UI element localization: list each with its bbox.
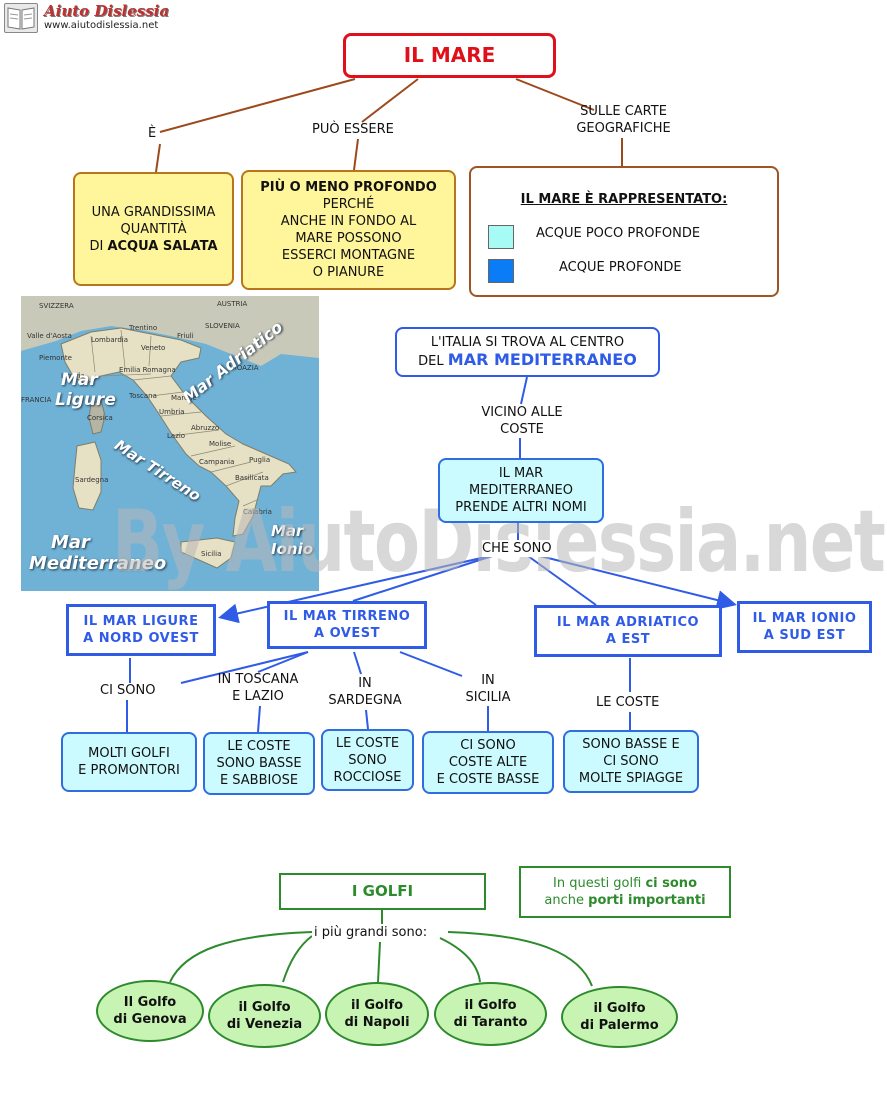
- link-label-sardegna: IN SARDEGNA: [328, 676, 402, 708]
- map-region: Marche: [171, 394, 197, 402]
- map-region: Corsica: [87, 414, 113, 422]
- map-label-mediterraneo: Mar Mediterraneo: [29, 532, 167, 574]
- gulf-genova: Il Golfo di Genova: [96, 980, 204, 1042]
- link-label-sicilia: IN SICILIA: [465, 673, 511, 705]
- italy-map: SVIZZERA AUSTRIA SLOVENIA CROAZIA FRANCI…: [21, 296, 319, 591]
- logo-icon: [4, 3, 38, 33]
- map-region: Abruzzo: [191, 424, 220, 432]
- box-coste-alte-basse: CI SONO COSTE ALTE E COSTE BASSE: [422, 731, 554, 794]
- legend-shallow: ACQUE POCO PROFONDE: [536, 226, 701, 241]
- box-altri-nomi: IL MAR MEDITERRANEO PRENDE ALTRI NOMI: [438, 458, 604, 523]
- box-profondo: PIÙ O MENO PROFONDO PERCHÉ ANCHE IN FOND…: [241, 170, 456, 290]
- map-region: Piemonte: [39, 354, 72, 362]
- link-label-ci-sono: CI SONO: [100, 683, 156, 698]
- map-country: SLOVENIA: [205, 322, 240, 330]
- map-region: Veneto: [141, 344, 166, 352]
- legend-title: IL MARE È RAPPRESENTATO:: [520, 192, 728, 207]
- map-country: AUSTRIA: [217, 300, 248, 308]
- box-acqua-salata: UNA GRANDISSIMA QUANTITÀ DI ACQUA SALATA: [73, 172, 234, 286]
- gulfs-title: I GOLFI: [279, 873, 486, 910]
- link-label-che-sono: CHE SONO: [482, 540, 552, 557]
- box-mar-adriatico: IL MAR ADRIATICO A EST: [534, 605, 722, 657]
- map-region: Puglia: [249, 456, 271, 464]
- main-title: IL MARE: [343, 33, 556, 78]
- box-mar-ligure: IL MAR LIGURE A NORD OVEST: [66, 604, 216, 656]
- legend-deep: ACQUE PROFONDE: [559, 260, 682, 275]
- map-label-ionio: Mar Ionio: [271, 522, 314, 558]
- map-region: Friuli: [177, 332, 194, 340]
- swatch-shallow: [488, 225, 514, 249]
- logo-title: Aiuto Dislessia: [44, 2, 170, 20]
- map-region: Calabria: [243, 508, 272, 516]
- map-country: SVIZZERA: [39, 302, 74, 310]
- map-region: Basilicata: [235, 474, 269, 482]
- link-label-toscana: IN TOSCANA E LAZIO: [217, 672, 299, 704]
- box-centro-mediterraneo: L'ITALIA SI TROVA AL CENTRO DEL MAR MEDI…: [395, 327, 660, 377]
- link-label-e: È: [148, 126, 157, 141]
- logo-url: www.aiutodislessia.net: [44, 20, 159, 31]
- map-region: Emilia Romagna: [119, 366, 176, 374]
- map-region: Lombardia: [91, 336, 129, 344]
- gulf-napoli: il Golfo di Napoli: [325, 982, 429, 1046]
- box-mar-tirreno: IL MAR TIRRENO A OVEST: [267, 601, 427, 649]
- legend-box: IL MARE È RAPPRESENTATO: ACQUE POCO PROF…: [469, 166, 779, 297]
- gulf-taranto: il Golfo di Taranto: [434, 982, 547, 1046]
- italy-map-drawing: [21, 296, 319, 591]
- map-region: Campania: [199, 458, 235, 466]
- box-coste-rocciose: LE COSTE SONO ROCCIOSE: [321, 729, 414, 791]
- box-spiagge: SONO BASSE E CI SONO MOLTE SPIAGGE: [563, 730, 699, 793]
- map-region: Sardegna: [75, 476, 109, 484]
- map-label-ligure: Mar Ligure: [55, 370, 116, 410]
- map-region: Sicilia: [201, 550, 222, 558]
- map-region: Umbria: [159, 408, 185, 416]
- map-region: Trentino: [129, 324, 158, 332]
- map-country: FRANCIA: [21, 396, 52, 404]
- link-label-vicino: VICINO ALLE COSTE: [481, 405, 563, 437]
- gulf-palermo: il Golfo di Palermo: [561, 986, 678, 1048]
- box-coste-sabbiose: LE COSTE SONO BASSE E SABBIOSE: [203, 732, 315, 795]
- link-label-piu-grandi: i più grandi sono:: [312, 924, 430, 941]
- gulf-venezia: il Golfo di Venezia: [208, 984, 321, 1048]
- map-region: Toscana: [129, 392, 157, 400]
- map-region: Valle d'Aosta: [27, 332, 72, 340]
- box-golfi-promontori: MOLTI GOLFI E PROMONTORI: [61, 732, 197, 792]
- map-region: Liguria: [61, 372, 85, 380]
- map-region: Molise: [209, 440, 232, 448]
- gulfs-note: In questi golfi ci sono anche porti impo…: [519, 866, 731, 918]
- link-label-puo-essere: PUÒ ESSERE: [312, 122, 394, 137]
- link-label-le-coste: LE COSTE: [596, 695, 660, 710]
- swatch-deep: [488, 259, 514, 283]
- map-country: CROAZIA: [227, 364, 259, 372]
- link-label-sulle-carte: SULLE CARTE GEOGRAFICHE: [576, 104, 671, 136]
- map-region: Lazio: [167, 432, 186, 440]
- box-mar-ionio: IL MAR IONIO A SUD EST: [737, 601, 872, 653]
